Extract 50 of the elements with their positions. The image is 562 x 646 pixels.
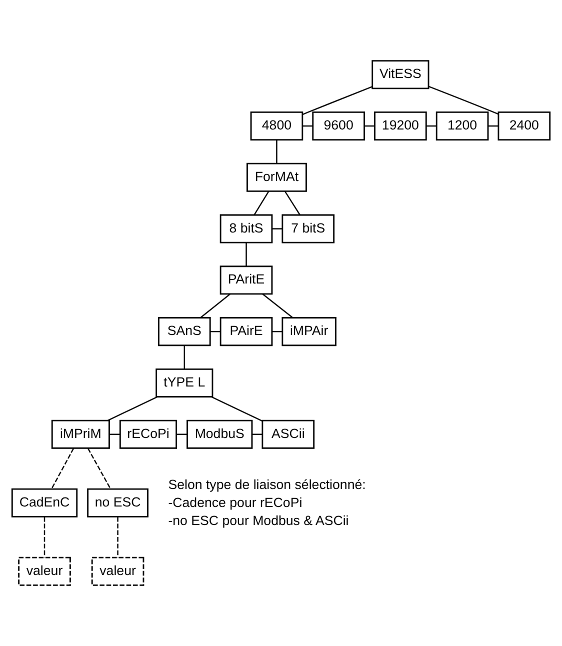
node-box: 2400 [498,111,551,141]
connector [302,125,313,127]
connector [109,434,120,435]
node-box: iMPriM [51,420,110,449]
connector [246,242,247,266]
connector [200,294,230,318]
connector [272,330,282,332]
node-box: VitESS [372,60,430,90]
node-box: ASCii [262,420,315,449]
connector [428,86,498,115]
node-box: 19200 [374,111,427,141]
connector [272,228,282,230]
connector [364,125,375,127]
node-box: ForMAt [246,162,307,192]
connector [254,191,270,216]
connector [51,448,74,490]
node-box: tYPE L [156,368,214,398]
connector [44,516,46,558]
node-box: PAritE [220,266,273,295]
node-box: rECoPi [119,420,178,449]
node-box: 8 bitS [220,214,273,244]
connector [184,346,186,369]
node-box: valeur [91,556,144,586]
connector [276,140,278,164]
node-box: valeur [18,556,71,586]
connector [211,396,263,422]
connector [262,294,293,318]
connector [176,434,188,435]
connector [117,516,118,558]
node-box: 4800 [250,111,304,141]
node-box: SAnS [158,317,211,346]
label: -no ESC pour Modbus & ASCii [168,512,349,528]
node-box: 9600 [312,111,365,141]
node-box: 7 bitS [282,214,335,244]
connector [284,191,300,216]
node-box: PAirE [220,317,273,346]
connector [488,125,498,127]
connector [108,396,158,421]
connector [426,125,436,127]
node-box: ModbuS [186,420,253,449]
connector [87,448,111,490]
connector [210,330,220,332]
node-box: no ESC [87,488,148,518]
node-box: CadEnC [11,488,78,518]
node-box: 1200 [436,111,489,141]
label: Selon type de liaison sélectionné: [168,476,366,492]
connector [302,86,372,116]
node-box: iMPAir [282,317,336,346]
label: -Cadence pour rECoPi [168,494,302,510]
connector [252,434,262,435]
